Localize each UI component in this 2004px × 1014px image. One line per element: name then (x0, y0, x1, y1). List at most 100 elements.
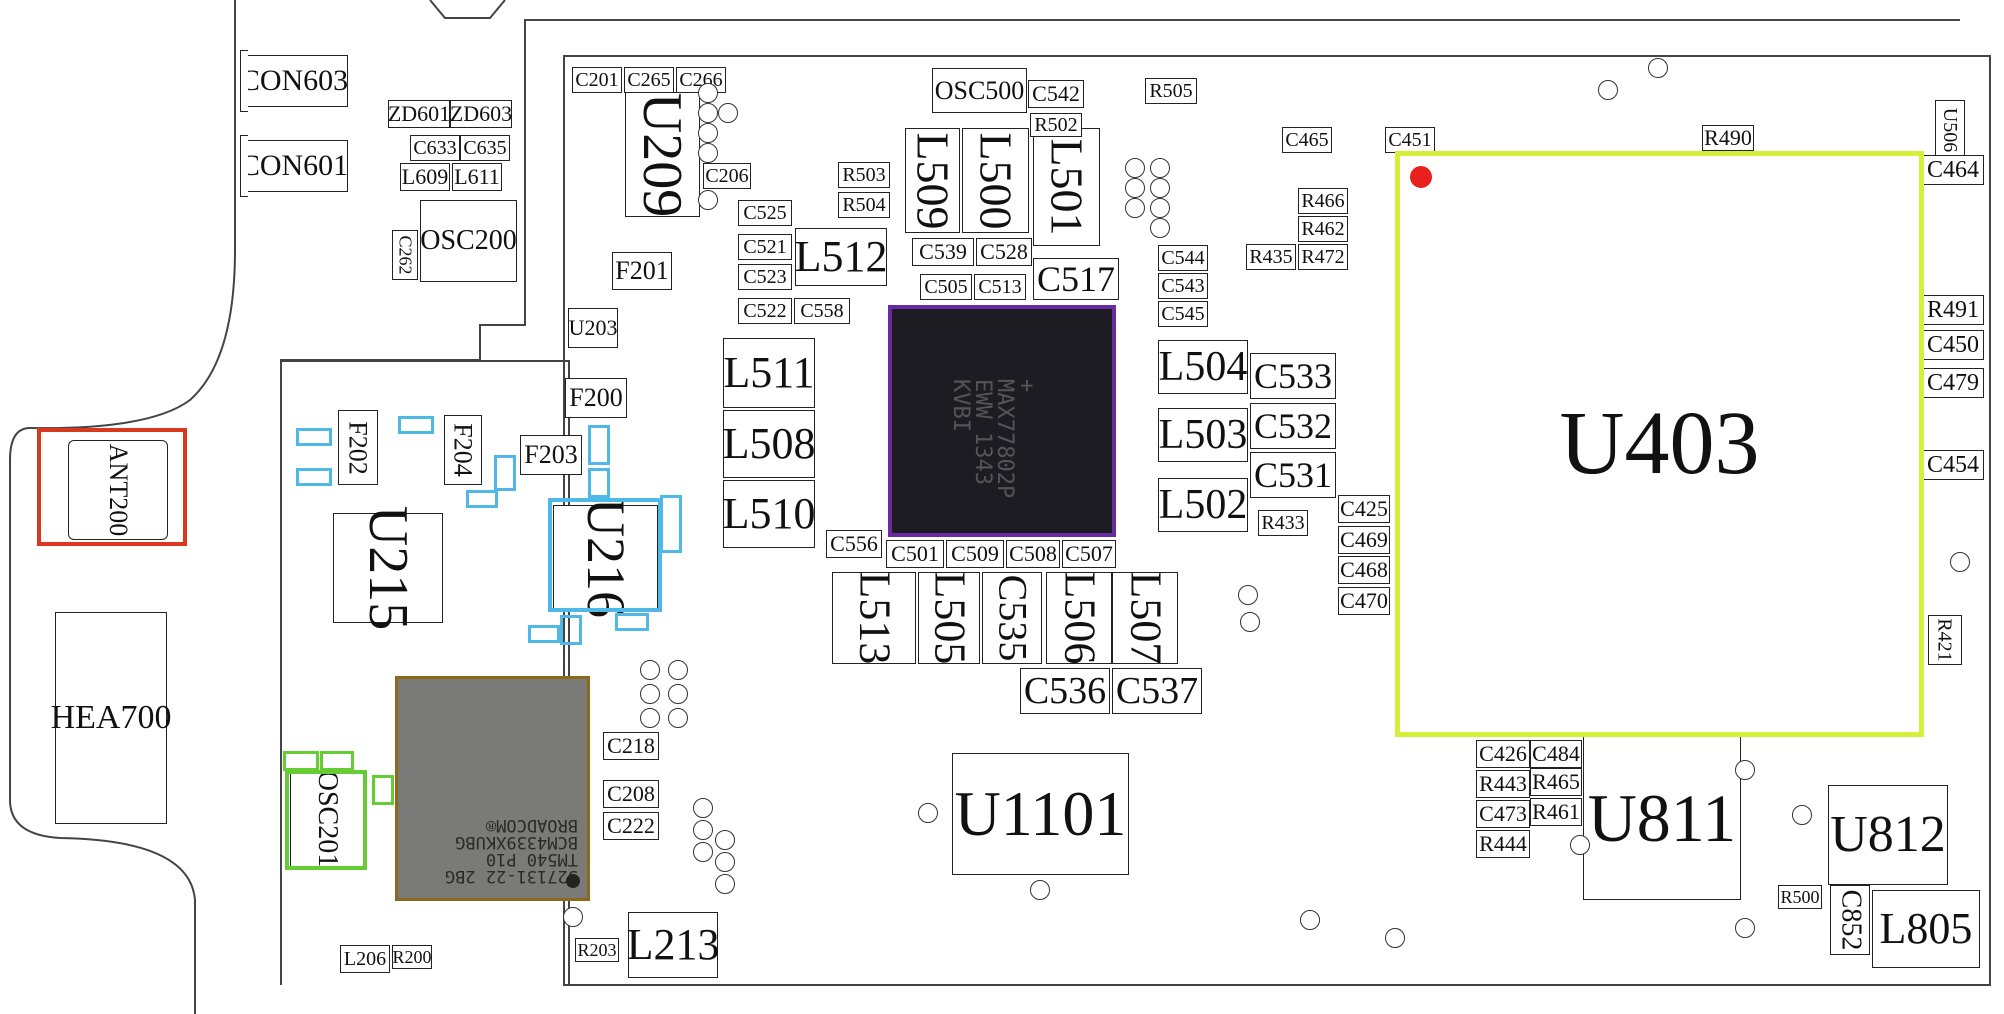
chip-u506[interactable]: U506 (1935, 100, 1965, 160)
cap-c262[interactable]: C262 (392, 230, 418, 280)
test-point[interactable] (1238, 585, 1258, 605)
cap-c558[interactable]: C558 (794, 298, 850, 324)
test-point[interactable] (1125, 178, 1145, 198)
cap-c464[interactable]: C464 (1922, 155, 1984, 185)
cap-c533[interactable]: C533 (1250, 353, 1336, 399)
fuse-f202[interactable]: F202 (338, 410, 378, 485)
ant200[interactable]: ANT200 (68, 440, 168, 540)
con601[interactable]: CON601 (240, 140, 348, 192)
chip-u811[interactable]: U811 (1583, 735, 1741, 900)
test-point[interactable] (1125, 158, 1145, 178)
inductor-l502[interactable]: L502 (1158, 478, 1248, 532)
test-point[interactable] (1150, 158, 1170, 178)
cap-c535[interactable]: C535 (982, 572, 1042, 664)
cap-c544[interactable]: C544 (1158, 245, 1208, 271)
osc201[interactable]: OSC201 (290, 770, 365, 868)
test-point[interactable] (918, 803, 938, 823)
osc500[interactable]: OSC500 (932, 68, 1027, 113)
cap-c222[interactable]: C222 (603, 812, 659, 840)
cap-c521[interactable]: C521 (738, 234, 792, 260)
test-point[interactable] (1030, 880, 1050, 900)
test-point[interactable] (1125, 198, 1145, 218)
test-point[interactable] (698, 143, 718, 163)
chip-u1101[interactable]: U1101 (952, 753, 1129, 875)
cap-c484[interactable]: C484 (1530, 740, 1582, 768)
cap-c517[interactable]: C517 (1033, 258, 1119, 300)
cap-c265[interactable]: C265 (624, 67, 674, 93)
test-point[interactable] (1950, 552, 1970, 572)
cap-c536[interactable]: C536 (1020, 668, 1110, 714)
test-point[interactable] (1648, 58, 1668, 78)
res-r491[interactable]: R491 (1922, 295, 1984, 325)
test-point[interactable] (1150, 198, 1170, 218)
con603[interactable]: CON603 (240, 55, 348, 107)
inductor-l508[interactable]: L508 (723, 410, 815, 478)
inductor-l500[interactable]: L500 (962, 128, 1029, 233)
fuse-f203[interactable]: F203 (520, 435, 582, 475)
test-point[interactable] (640, 660, 660, 680)
test-point[interactable] (1735, 760, 1755, 780)
cap-c522[interactable]: C522 (738, 298, 792, 324)
inductor-l206[interactable]: L206 (340, 945, 390, 973)
res-r200[interactable]: R200 (392, 945, 432, 969)
res-r203[interactable]: R203 (575, 938, 619, 962)
test-point[interactable] (1570, 835, 1590, 855)
test-point[interactable] (640, 708, 660, 728)
test-point[interactable] (698, 123, 718, 143)
test-point[interactable] (640, 684, 660, 704)
test-point[interactable] (718, 103, 738, 123)
cap-c470[interactable]: C470 (1338, 587, 1390, 615)
test-point[interactable] (668, 684, 688, 704)
cap-c218[interactable]: C218 (603, 732, 659, 760)
res-r505[interactable]: R505 (1145, 78, 1197, 104)
res-r503[interactable]: R503 (838, 162, 890, 188)
test-point[interactable] (668, 660, 688, 680)
cap-c426[interactable]: C426 (1476, 740, 1530, 768)
test-point[interactable] (668, 708, 688, 728)
cap-c543[interactable]: C543 (1158, 273, 1208, 299)
fuse-f204[interactable]: F204 (444, 415, 482, 485)
cap-c479[interactable]: C479 (1922, 368, 1984, 398)
chip-pmic[interactable]: + MAX77802P EWW 1343 KVBI (888, 305, 1116, 537)
cap-c523[interactable]: C523 (738, 264, 792, 290)
test-point[interactable] (693, 842, 713, 862)
cap-c507[interactable]: C507 (1062, 540, 1116, 568)
res-r435[interactable]: R435 (1246, 244, 1296, 270)
fuse-f200[interactable]: F200 (565, 378, 627, 418)
cap-c201[interactable]: C201 (572, 67, 622, 93)
test-point[interactable] (715, 874, 735, 894)
inductor-l510[interactable]: L510 (723, 480, 815, 548)
cap-c206[interactable]: C206 (703, 163, 751, 189)
test-point[interactable] (1385, 928, 1405, 948)
osc200[interactable]: OSC200 (420, 200, 517, 282)
zener-zd603[interactable]: ZD603 (449, 100, 513, 128)
cap-c454[interactable]: C454 (1922, 450, 1984, 480)
chip-u403[interactable]: U403 (1397, 153, 1922, 735)
cap-c473[interactable]: C473 (1476, 800, 1530, 828)
test-point[interactable] (715, 830, 735, 850)
inductor-l501[interactable]: L501 (1033, 128, 1100, 246)
inductor-l507[interactable]: L507 (1112, 572, 1178, 664)
inductor-l511[interactable]: L511 (723, 338, 815, 408)
test-point[interactable] (693, 798, 713, 818)
cap-c451[interactable]: C451 (1385, 127, 1435, 153)
test-point[interactable] (715, 852, 735, 872)
cap-c852[interactable]: C852 (1830, 885, 1870, 955)
cap-c513[interactable]: C513 (974, 274, 1026, 300)
chip-u203[interactable]: U203 (568, 308, 618, 348)
inductor-l512[interactable]: L512 (795, 228, 887, 286)
res-r502[interactable]: R502 (1030, 113, 1082, 137)
test-point[interactable] (1240, 612, 1260, 632)
res-r443[interactable]: R443 (1476, 770, 1530, 798)
test-point[interactable] (1792, 805, 1812, 825)
cap-c508[interactable]: C508 (1006, 540, 1060, 568)
res-r461[interactable]: R461 (1530, 798, 1582, 826)
inductor-l609[interactable]: L609 (400, 163, 450, 191)
chip-u216[interactable]: U216 (553, 498, 658, 618)
inductor-l503[interactable]: L503 (1158, 408, 1248, 462)
inductor-l504[interactable]: L504 (1158, 340, 1248, 394)
chip-u209[interactable]: U209 (625, 92, 700, 217)
cap-c537[interactable]: C537 (1112, 668, 1202, 714)
test-point[interactable] (1150, 178, 1170, 198)
res-r472[interactable]: R472 (1298, 244, 1348, 270)
